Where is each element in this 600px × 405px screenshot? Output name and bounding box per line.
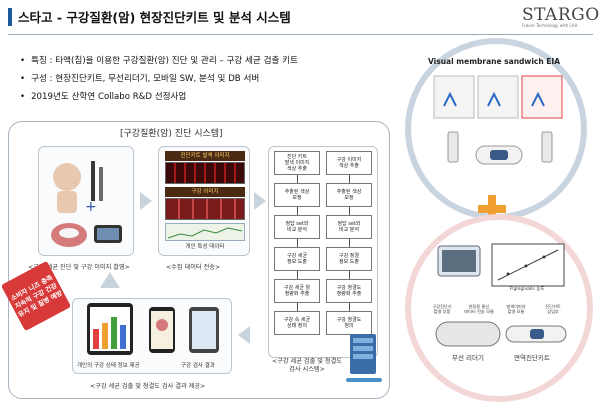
plus-icon [478, 195, 506, 223]
arrow-right-icon [254, 192, 266, 210]
flow-step: 구강 세균 정보 도출 [274, 247, 320, 271]
eia-circle [405, 38, 587, 220]
oral-image [165, 198, 245, 220]
sampling-box: + [38, 146, 134, 256]
feature-item: 특징 : 타액(침)을 이용한 구강질환(암) 진단 및 관리 – 구강 세균 … [20, 52, 298, 70]
panel-title: [구강질환(암) 진단 시스템] [120, 129, 223, 139]
screen-label-kit: 진단키트 발색 이미지 [165, 151, 245, 161]
eia-title: Visual membrane sandwich EIA [428, 57, 561, 66]
arrow-left-icon [238, 326, 250, 344]
flow-step: 추출된 색상 보정 [326, 183, 372, 207]
personal-data-chart [165, 223, 245, 241]
caption-transfer: <수집 데이터 전송> [166, 264, 221, 271]
flow-step: 구강 이미지 색상 추출 [326, 151, 372, 175]
title-accent-bar [8, 8, 12, 26]
flow-step: 진단 키트 발색 이미지 색상 추출 [274, 151, 320, 175]
caption-result: <구강 세균 검출 및 청결도 검사 결과 제공> [90, 383, 206, 390]
flow-arrow [297, 271, 298, 279]
flow-arrow [297, 175, 298, 183]
flow-arrow [349, 239, 350, 247]
reader-part-label: 진단키트 삽입부 [545, 304, 561, 314]
sampling-illustration: + [51, 161, 122, 247]
reader-illustration [435, 243, 567, 347]
server-icon [346, 334, 382, 382]
chart-axis-label: P.gingivalis 농도 [510, 287, 545, 292]
flow-step: 추출된 색상 보정 [274, 183, 320, 207]
flow-step: 정답 set와 비교 분석 [274, 215, 320, 239]
flow-arrow [297, 207, 298, 215]
feature-item: 구성 : 현장진단키트, 무선리더기, 모바일 SW, 분석 및 DB 서버 [20, 70, 298, 88]
eia-illustration [433, 75, 563, 165]
svg-text:+: + [85, 199, 97, 215]
arrow-right-icon [140, 192, 152, 210]
kit-image [165, 162, 245, 184]
flow-arrow [349, 271, 350, 279]
page-title: 스타고 - 구강질환(암) 현장진단키트 및 분석 시스템 [18, 10, 291, 25]
flow-arrow [349, 175, 350, 183]
caption-server: <구강 세균 검출 및 청결도 검사 시스템> [272, 358, 342, 373]
logo-text: STARGO [522, 5, 600, 25]
phone-caption-info: 개인의 구강 상태 정보 제공 [77, 363, 140, 369]
flow-step: 구강 청결도 정량화 추출 [326, 279, 372, 303]
reader-part-label: 발색이미지 촬영 모듈 [506, 304, 526, 314]
logo-subtitle: Future Technology with LAH [522, 23, 578, 28]
flow-step: 구강 청결도 정의 [326, 311, 372, 335]
kit-label: 면역진단키트 [514, 354, 550, 362]
result-box: 개인의 구강 상태 정보 제공 구강 검사 결과 [72, 298, 232, 374]
feature-list: 특징 : 타액(침)을 이용한 구강질환(암) 진단 및 관리 – 구강 세균 … [20, 52, 298, 106]
flow-arrow [297, 239, 298, 247]
flow-step: 구강 속 세균 상태 정의 [274, 311, 320, 335]
flow-step: 정답 set와 비교 분석 [326, 215, 372, 239]
screen-label-oral: 구강 이미지 [165, 187, 245, 197]
callout-text: 소비자 니즈 충족 지속적 구강 건강 유지 및 질병 예방 [9, 273, 64, 319]
flow-arrow [349, 207, 350, 215]
header-divider [8, 34, 593, 35]
flow-step: 구강 청결 정보 도출 [326, 247, 372, 271]
caption-sampling: <구강 세균 진단 및 구강 이미지 촬영> [28, 264, 130, 271]
reader-part-label: 현장용 통신 데이터 전송 모듈 [464, 304, 494, 314]
phones-illustration [87, 303, 219, 355]
reader-label: 무선 리더기 [452, 354, 484, 362]
reader-part-label: 구강진단기 촬영 부품 [432, 304, 452, 314]
transfer-box: 진단키트 발색 이미지 구강 이미지 개인 특성 데이터 [158, 146, 250, 256]
stargo-logo: STARGO Future Technology with LAH [522, 5, 600, 35]
feature-item: 2019년도 산학연 Collabo R&D 선정사업 [20, 88, 298, 106]
phone-caption-result: 구강 검사 결과 [181, 363, 215, 369]
screen-label-personal: 개인 특성 데이터 [185, 244, 225, 250]
flow-arrow [349, 303, 350, 311]
flow-step: 구강 세균 양 정량화 추출 [274, 279, 320, 303]
arrow-up-icon [100, 272, 120, 288]
flow-arrow [297, 303, 298, 311]
